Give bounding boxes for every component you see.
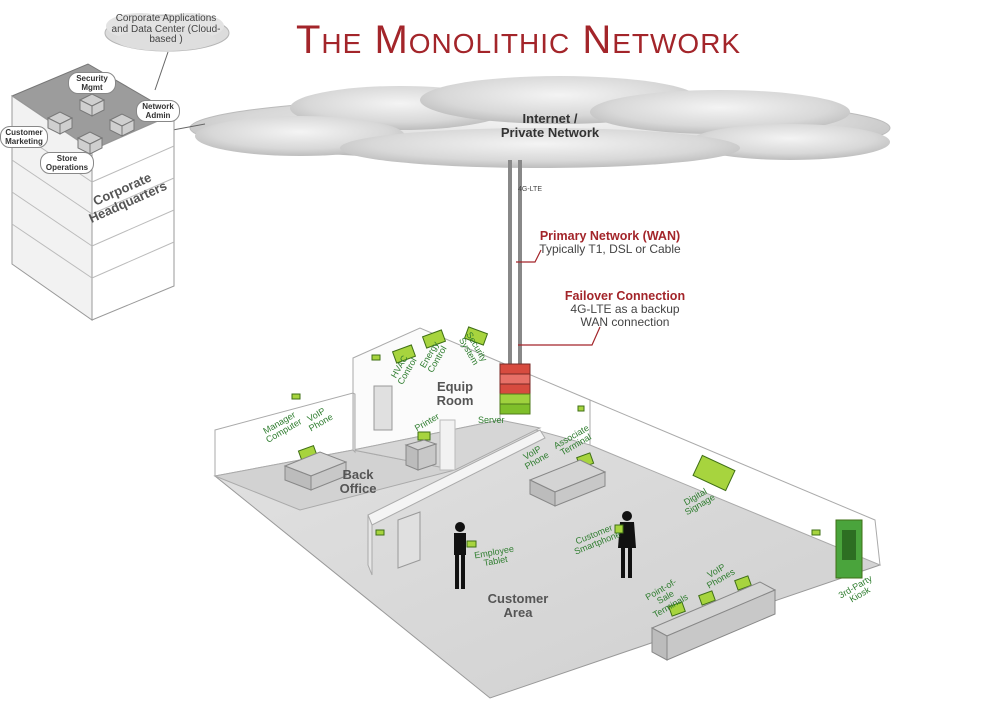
hq-building [10, 63, 176, 321]
internet-label-line1: Internet / [522, 111, 578, 126]
green-devices [297, 326, 863, 617]
corporate-cloud-label: Corporate Applications and Data Center (… [111, 13, 221, 45]
failover-label: Failover Connection 4G-LTE as a backup W… [555, 289, 695, 329]
page-title: The Monolithic Network [296, 18, 742, 62]
network-admin-badge: Network Admin [136, 100, 180, 122]
tablet-device [466, 540, 477, 548]
primary-network-label: Primary Network (WAN) Typically T1, DSL … [530, 229, 690, 257]
failover-sub2: WAN connection [580, 314, 670, 329]
internet-cloud [189, 76, 891, 168]
store-floor [213, 327, 882, 699]
failover-sub1: 4G-LTE as a backup [570, 302, 680, 317]
primary-title: Primary Network (WAN) [539, 229, 681, 243]
internet-cloud-label: Internet / Private Network [490, 112, 610, 139]
equip-room-label: Equip Room [436, 379, 474, 408]
hq-cloud-link [154, 51, 169, 91]
cameras [291, 354, 821, 536]
desks [283, 439, 777, 661]
kiosk-screen [842, 530, 856, 560]
corporate-cloud [104, 13, 230, 52]
store-operations-badge: Store Operations [40, 152, 94, 174]
security-mgmt-badge: Security Mgmt [68, 72, 116, 94]
primary-sub: Typically T1, DSL or Cable [539, 242, 681, 257]
back-office-label: Back Office [339, 467, 377, 496]
failover-title: Failover Connection [564, 289, 686, 303]
wan-links [508, 160, 601, 368]
server-stack [499, 363, 531, 415]
server-label: Server [478, 415, 505, 425]
link-label: 4G-LTE [518, 186, 542, 193]
internet-label-line2: Private Network [500, 124, 600, 140]
customer-area-label: Customer Area [487, 591, 549, 620]
smartphone-device [614, 524, 624, 534]
customer-marketing-badge: Customer Marketing [0, 126, 48, 148]
